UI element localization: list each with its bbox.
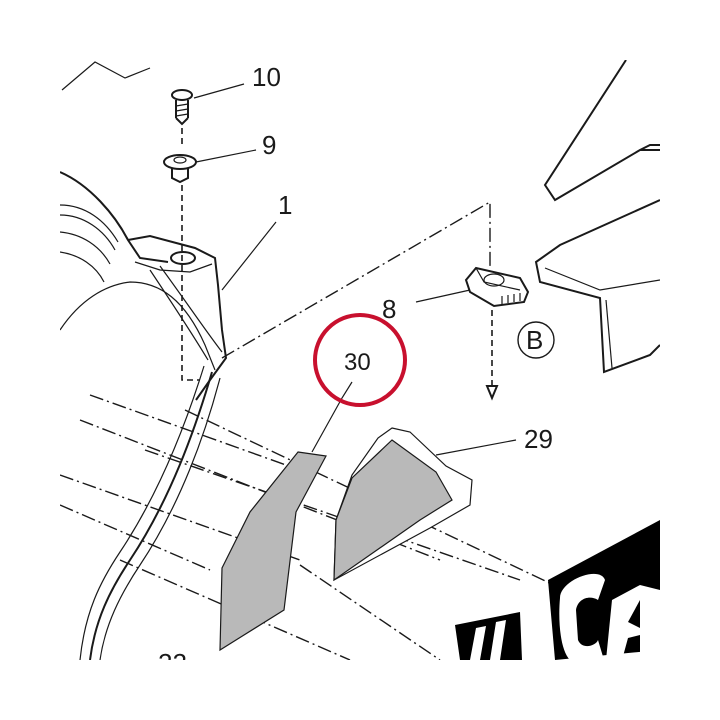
- decal-29-shape: [333, 427, 473, 582]
- leader-30: [311, 381, 353, 453]
- callout-29: 29: [524, 424, 553, 454]
- leader-1: [221, 221, 277, 291]
- screw-axis-line: [181, 128, 200, 381]
- highlight-ring: [313, 313, 407, 407]
- alignment-line-clip: [221, 200, 491, 359]
- leader-29: [435, 439, 517, 456]
- body-outline-top: [61, 61, 151, 91]
- view-marker-circle: [517, 321, 555, 359]
- frame-mask-bottom: [0, 660, 720, 720]
- callout-8: 8: [382, 294, 396, 324]
- clip-axis-arrow: [485, 385, 499, 401]
- callout-10: 10: [252, 62, 281, 92]
- callout-22: 22: [158, 648, 187, 678]
- callout-30: 30: [344, 349, 371, 376]
- callout-9: 9: [262, 130, 276, 160]
- decal-30-shape: [219, 451, 327, 652]
- screw-part: [171, 89, 193, 126]
- washer-part: [163, 154, 197, 184]
- callout-1: 1: [278, 190, 292, 220]
- clip-nut-part: [464, 266, 530, 308]
- leader-8: [415, 289, 471, 303]
- bracket-part: [534, 60, 660, 374]
- view-marker-label: B: [526, 325, 543, 355]
- mount-hole: [170, 251, 196, 265]
- leader-10: [193, 83, 245, 99]
- decal-lettering: [455, 520, 660, 660]
- fender-part: [60, 171, 228, 660]
- leader-9: [195, 149, 257, 163]
